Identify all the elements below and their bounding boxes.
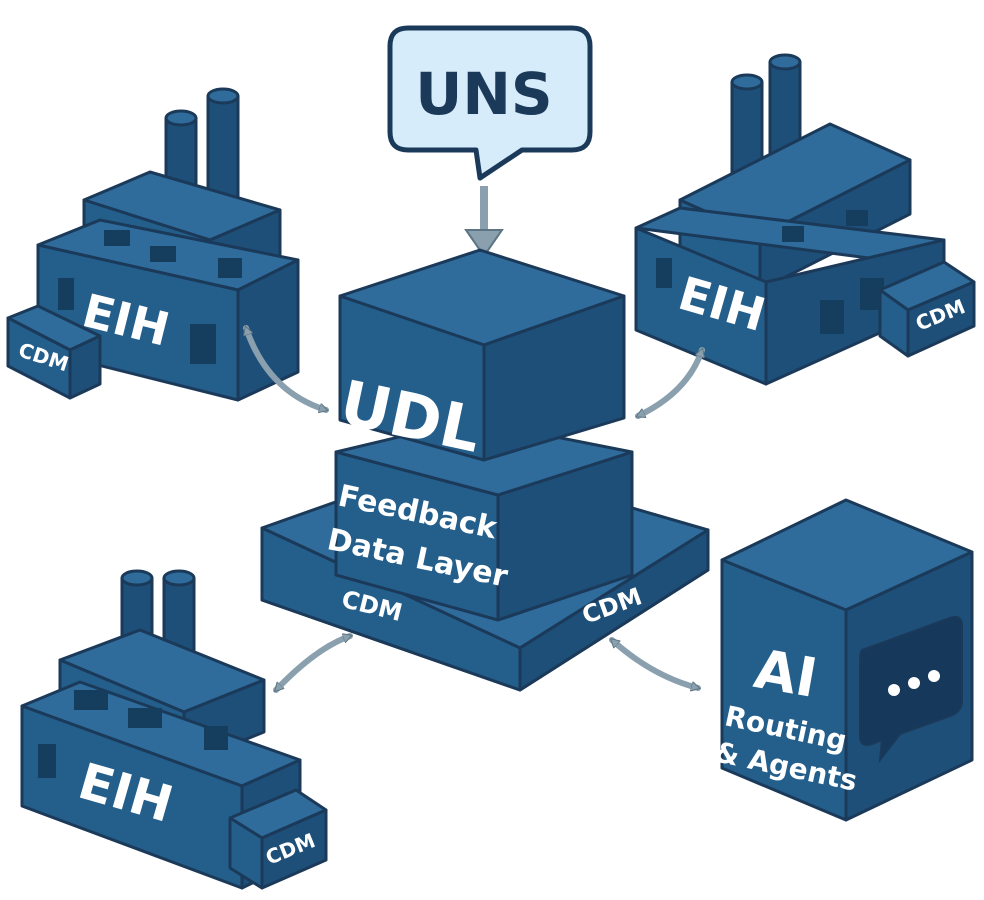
udl-cube xyxy=(338,248,626,462)
arrow-bottom-left-base xyxy=(273,636,353,693)
factory-top-left: EIH CDM xyxy=(6,87,300,402)
arrow-base-ai xyxy=(609,637,701,688)
uns-label: UNS xyxy=(415,60,552,128)
center-stack: UDL Feedback Data Layer CDM CDM xyxy=(260,248,710,692)
uns-to-udl-arrow xyxy=(464,186,504,258)
chat-bubble-icon xyxy=(859,616,963,764)
connector-arrows xyxy=(246,325,702,693)
uns-bubble: UNS xyxy=(387,25,593,181)
arrow-top-right-udl xyxy=(635,347,702,419)
factory-bottom-left: EIH CDM xyxy=(20,569,328,890)
factory-top-right: EIH CDM xyxy=(634,53,976,386)
ai-title: AI xyxy=(750,637,822,710)
ai-cube: AI Routing & Agents xyxy=(712,498,974,822)
arrow-top-left-udl xyxy=(246,325,329,410)
